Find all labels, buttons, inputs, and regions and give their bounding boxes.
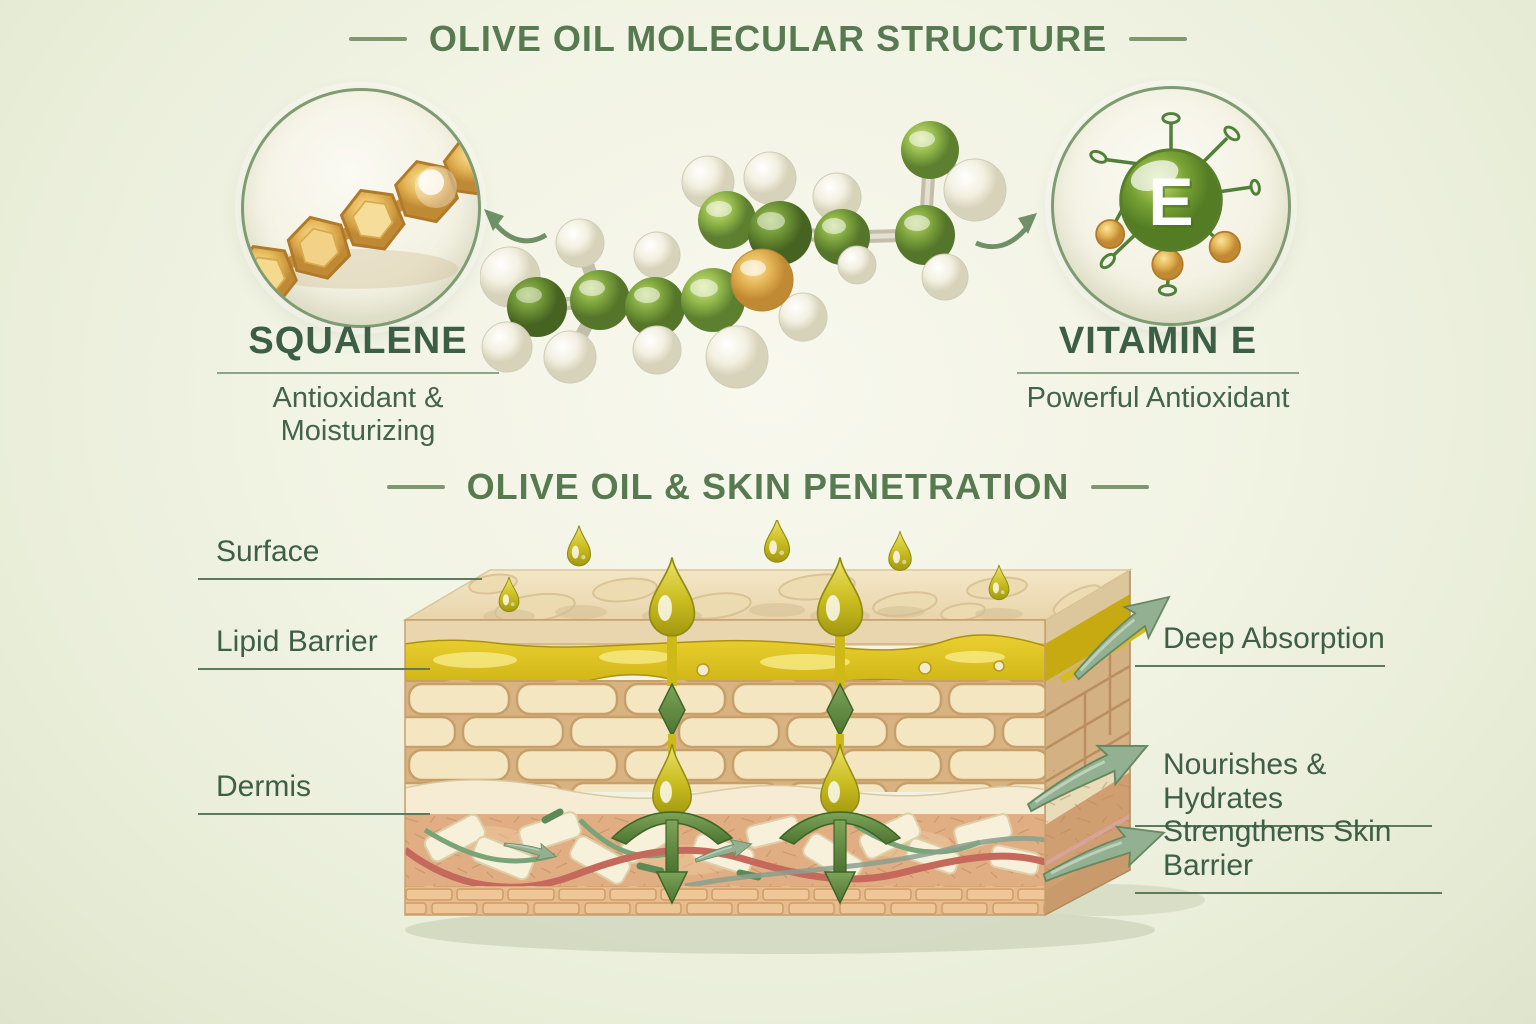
squalene-name: SQUALENE — [248, 320, 468, 362]
squalene-caption: SQUALENE Antioxidant & Moisturizing — [208, 320, 508, 448]
vitamin-e-name: VITAMIN E — [1058, 320, 1258, 362]
vitamin-e-tagline: Powerful Antioxidant — [1026, 382, 1290, 414]
vitamin-e-caption: VITAMIN E Powerful Antioxidant — [1008, 320, 1308, 415]
benefit-label-strengthens: Strengthens Skin Barrier — [1135, 815, 1442, 894]
arrow-to-vitamin-icon — [974, 213, 1037, 250]
epidermis-brick-layer — [405, 680, 1045, 792]
lower-brick-layer — [405, 886, 1045, 915]
benefit-label-nourishes: Nourishes & Hydrates — [1135, 748, 1432, 827]
title2-rule-right — [1091, 485, 1150, 489]
vitamin-e-divider — [1017, 372, 1299, 374]
squalene-divider — [217, 372, 499, 374]
vitamin-e-badge: E — [1151, 167, 1196, 242]
section2-title: OLIVE OIL & SKIN PENETRATION — [466, 466, 1070, 507]
section1-title: OLIVE OIL MOLECULAR STRUCTURE — [428, 18, 1108, 59]
block-shadow — [405, 906, 1155, 954]
vitamin-e-molecule-icon: E E — [1089, 112, 1261, 297]
title-rule-left — [348, 37, 407, 41]
section1-header: OLIVE OIL MOLECULAR STRUCTURE — [0, 18, 1536, 60]
section2-header: OLIVE OIL & SKIN PENETRATION — [0, 466, 1536, 508]
skin-front-face — [405, 620, 1045, 915]
vitamin-e-circle: E E — [1051, 86, 1291, 326]
title2-rule-left — [386, 485, 445, 489]
svg-text:E: E — [1148, 165, 1193, 240]
layer-label-lipid-barrier: Lipid Barrier — [198, 625, 430, 670]
benefit-label-deep-absorption: Deep Absorption — [1135, 622, 1385, 667]
layer-label-surface: Surface — [198, 535, 482, 580]
molecule-3d-ball-stick-icon — [480, 121, 1037, 389]
layer-label-dermis: Dermis — [198, 770, 430, 815]
squalene-circle — [241, 88, 481, 328]
arrow-to-squalene-icon — [484, 209, 548, 244]
title-rule-right — [1129, 37, 1188, 41]
skin-cross-section-illustration — [402, 520, 1205, 954]
squalene-tagline: Antioxidant & Moisturizing — [272, 382, 444, 447]
molecule-atoms — [480, 121, 1007, 389]
hexagon-chain-icon — [244, 135, 478, 325]
